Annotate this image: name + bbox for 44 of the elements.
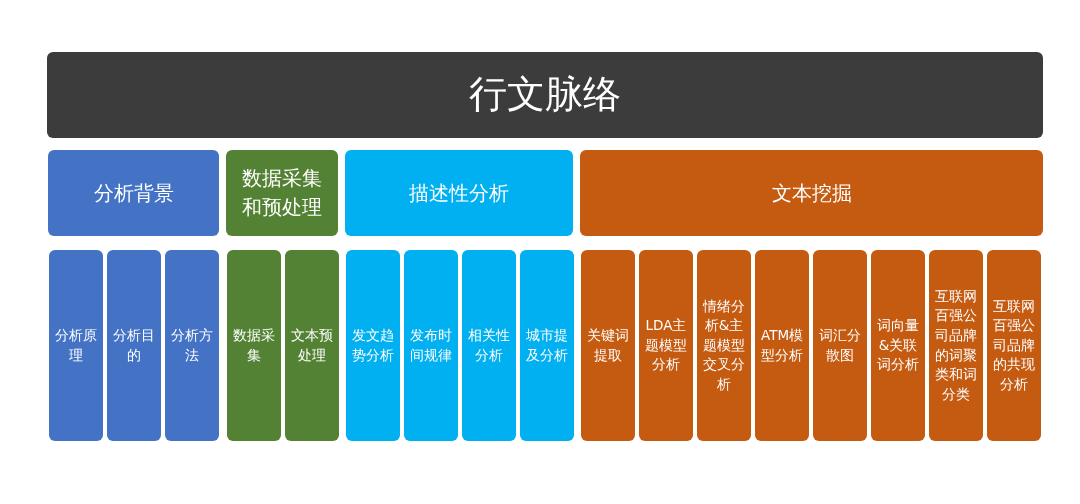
box-label: 数据采集和预处理 [241, 165, 323, 221]
topic-box [285, 250, 339, 441]
topic-box [581, 250, 635, 441]
category-box [345, 150, 573, 236]
box-label: 文本预处理 [290, 325, 334, 365]
box-label: 词向量&关联词分析 [876, 316, 920, 375]
box-label: 文本挖掘 [771, 179, 852, 207]
topic-box [165, 250, 219, 441]
topic-box [639, 250, 693, 441]
topic-box [929, 250, 983, 441]
title-bar [47, 52, 1043, 138]
box-label: 相关性分析 [467, 325, 511, 365]
box-label: 分析目的 [112, 325, 156, 365]
box-label: 关键词提取 [586, 325, 630, 365]
topic-box [987, 250, 1041, 441]
category-box [580, 150, 1043, 236]
box-label: 分析方法 [170, 325, 214, 365]
box-label: 互联网百强公司品牌的共现分析 [992, 296, 1036, 394]
topic-box [871, 250, 925, 441]
category-box [226, 150, 338, 236]
topic-box [107, 250, 161, 441]
box-label: 分析原理 [54, 325, 98, 365]
topic-box [755, 250, 809, 441]
topic-box [462, 250, 516, 441]
topic-box [49, 250, 103, 441]
box-label: 互联网百强公司品牌的词聚类和词分类 [934, 286, 978, 404]
box-label: 数据采集 [232, 325, 276, 365]
box-label: 城市提及分析 [525, 325, 569, 365]
title-text: 行文脉络 [469, 71, 621, 119]
topic-box [346, 250, 400, 441]
topic-box [520, 250, 574, 441]
topic-box [813, 250, 867, 441]
topic-box [697, 250, 751, 441]
box-label: LDA主题模型分析 [644, 316, 688, 375]
box-label: 词汇分散图 [818, 325, 862, 365]
box-label: 情绪分析&主题模型交叉分析 [701, 296, 746, 394]
topic-box [404, 250, 458, 441]
box-label: ATM模型分析 [759, 325, 805, 365]
category-box [48, 150, 219, 236]
box-label: 发布时间规律 [409, 325, 453, 365]
topic-box [227, 250, 281, 441]
box-label: 描述性分析 [409, 179, 509, 207]
box-label: 分析背景 [93, 179, 174, 207]
box-label: 发文趋势分析 [351, 325, 395, 365]
